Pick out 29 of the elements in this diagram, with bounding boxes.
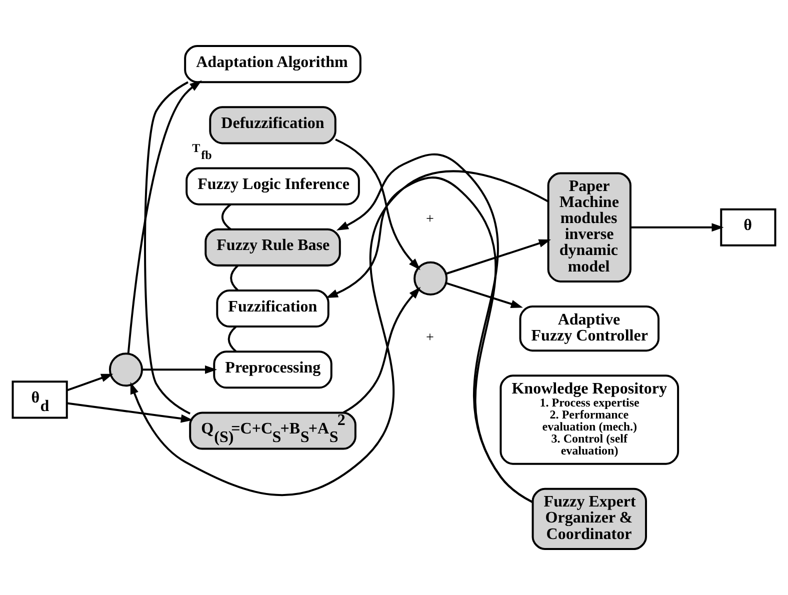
connector [230, 264, 239, 292]
arrow [127, 80, 202, 354]
node-box: Fuzzy Rule Base [204, 228, 341, 266]
node-box: θ [720, 208, 776, 246]
arrow [342, 286, 421, 414]
connector [144, 81, 190, 415]
node-box: Defuzzification [209, 106, 336, 144]
arrow [130, 170, 549, 496]
node-box: Fuzzy Expert Organizer & Coordinator [532, 488, 647, 550]
arrow [67, 402, 193, 423]
arrow [446, 239, 551, 275]
node-box: Adaptive Fuzzy Controller [519, 306, 660, 352]
node-box: Fuzzification [216, 289, 330, 328]
arrow [446, 282, 523, 308]
node-circle [414, 261, 448, 296]
node-box: Preprocessing [213, 350, 332, 389]
node-box: Knowledge Repository 1. Process expertise 2. Performance evaluation (mech.) 3. Control (self evaluation) [500, 374, 680, 465]
label: + [426, 212, 434, 228]
node-box: Fuzzy Logic Inference [186, 167, 360, 206]
node-box: Adaptation Algorithm [184, 45, 362, 84]
arrow [142, 365, 218, 374]
node-circle [108, 352, 143, 387]
connector [222, 204, 232, 230]
arrow [66, 374, 114, 392]
label: + [426, 330, 434, 346]
node-box: Paper Machine modules inverse dynamic model [547, 172, 632, 282]
arrow [335, 138, 420, 270]
arrow [630, 223, 724, 232]
connector [228, 326, 237, 352]
